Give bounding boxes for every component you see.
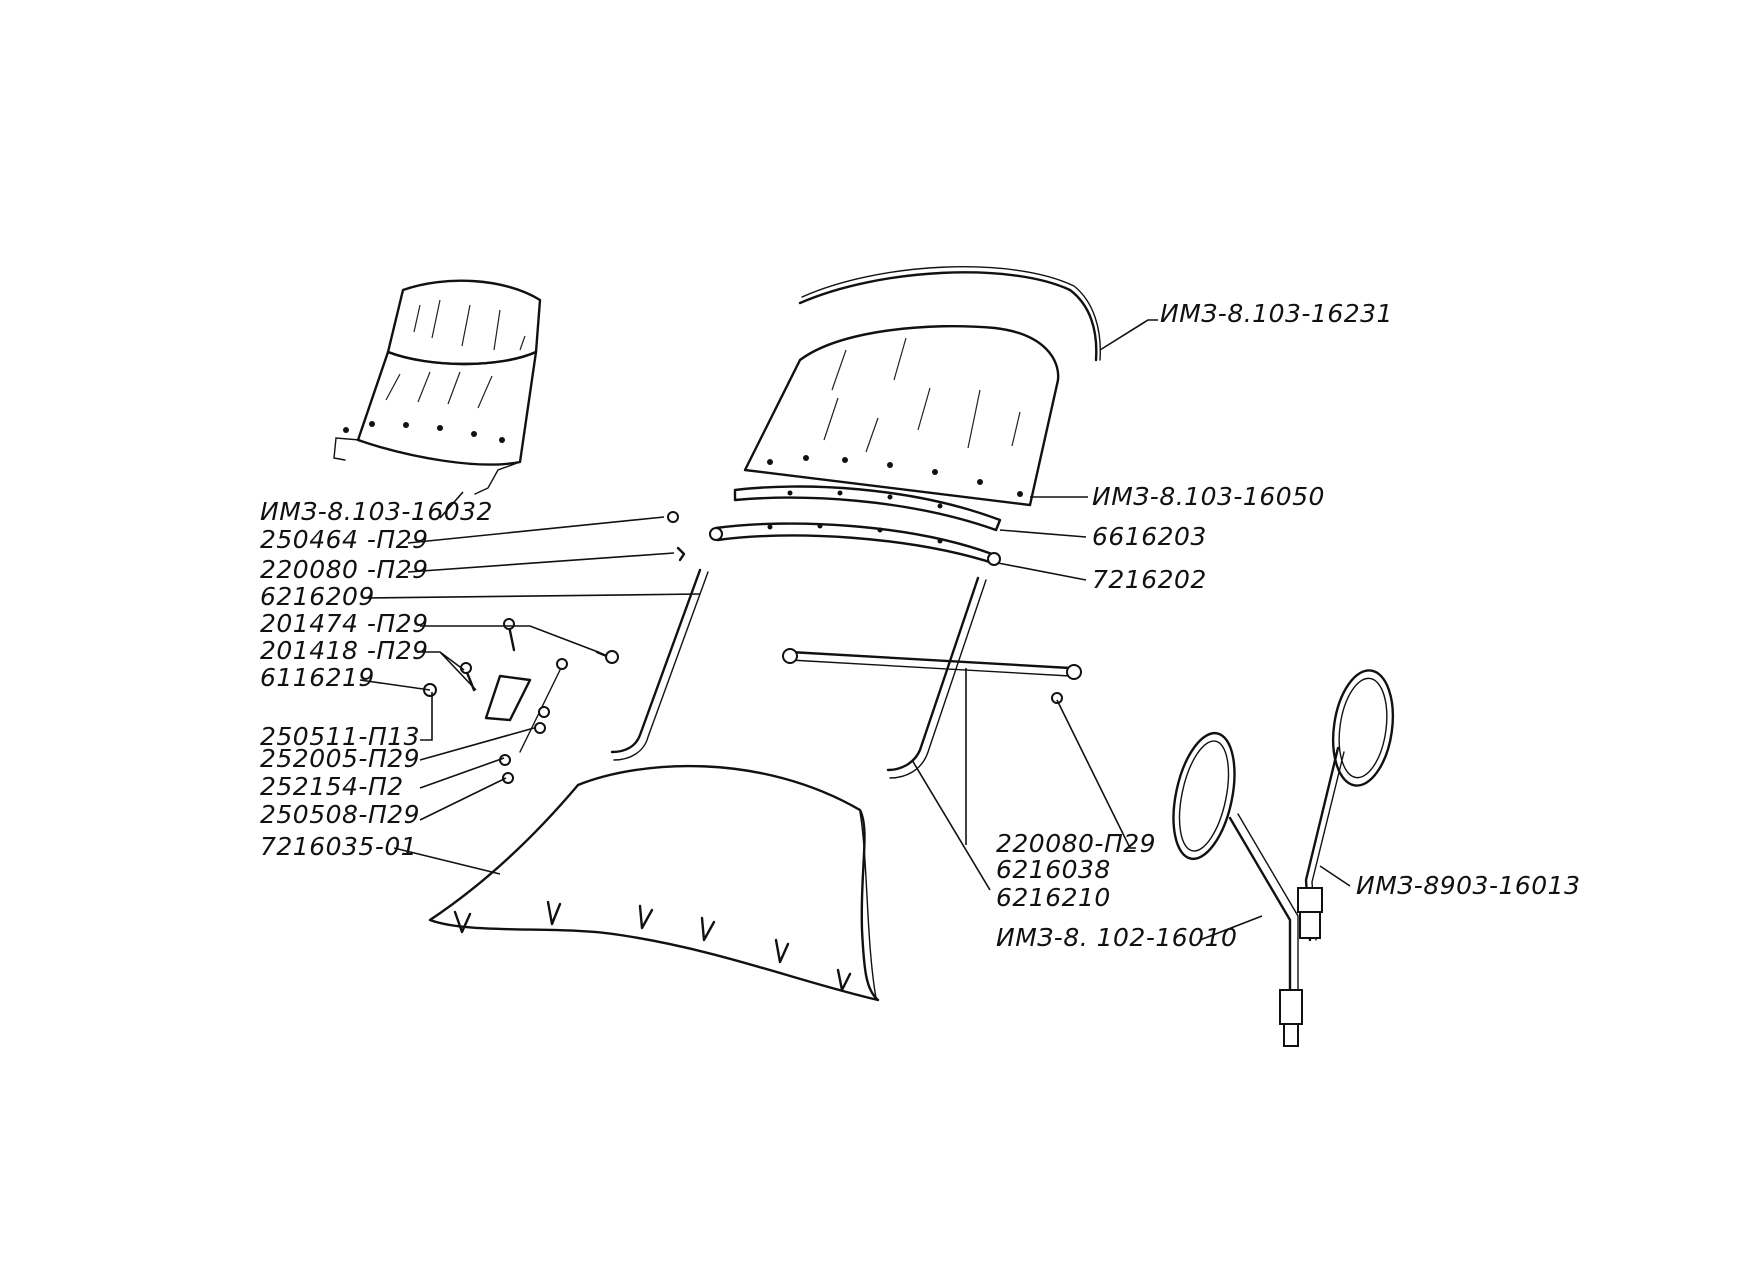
seal-strip-drawing: [798, 266, 1101, 362]
label-seal-16231: ИМЗ-8.103-16231: [1160, 299, 1393, 328]
label-glass-16050: ИМЗ-8.103-16050: [1092, 482, 1325, 511]
label-screw-220080-right: 220080-П29: [996, 829, 1156, 858]
left-stay-drawing: [610, 568, 709, 761]
label-bolt-201418: 201418 -П29: [260, 636, 429, 665]
label-bar-6216038: 6216038: [996, 855, 1111, 884]
label-mirror-16013: ИМЗ-8903-16013: [1356, 871, 1581, 900]
label-stay-6216209: 6216209: [260, 582, 375, 611]
label-bracket-6116219: 6116219: [260, 663, 375, 692]
label-stay-6216210: 6216210: [996, 883, 1111, 912]
right-mirror-drawing: [1297, 669, 1395, 942]
cross-bar-drawing: [782, 648, 1082, 680]
label-screw-220080-left: 220080 -П29: [260, 555, 429, 584]
label-washer-252005: 252005-П29: [260, 744, 420, 773]
label-windshield-assembly: ИМЗ-8.103-16032: [260, 497, 493, 526]
label-washer-252154: 252154-П2: [260, 772, 404, 801]
label-nut-250511: 250511-П13: [260, 722, 420, 751]
label-apron-7216035: 7216035-01: [260, 832, 417, 861]
windshield-assembly-drawing: [333, 279, 542, 495]
apron-drawing: [428, 764, 880, 1002]
label-nut-250464: 250464 -П29: [260, 525, 429, 554]
leader-lines: [359, 319, 1351, 941]
label-strip-6616203: 6616203: [1092, 522, 1207, 551]
fasteners-drawing: [423, 511, 1063, 784]
label-bolt-201474: 201474 -П29: [260, 609, 429, 638]
apron-fasteners: [453, 900, 852, 992]
label-frame-7216202: 7216202: [1092, 565, 1207, 594]
label-nut-250508: 250508-П29: [260, 800, 420, 829]
glass-panel-drawing: [743, 324, 1060, 507]
part-labels: ИМЗ-8.103-16032 250464 -П29 220080 -П29 …: [260, 299, 1581, 952]
frame-bar-drawing: [709, 522, 1001, 566]
left-mirror-drawing: [1172, 731, 1303, 1047]
right-stay-drawing: [886, 576, 987, 779]
rubber-strip-drawing: [733, 485, 1002, 532]
label-mirror-16010: ИМЗ-8. 102-16010: [996, 923, 1237, 952]
